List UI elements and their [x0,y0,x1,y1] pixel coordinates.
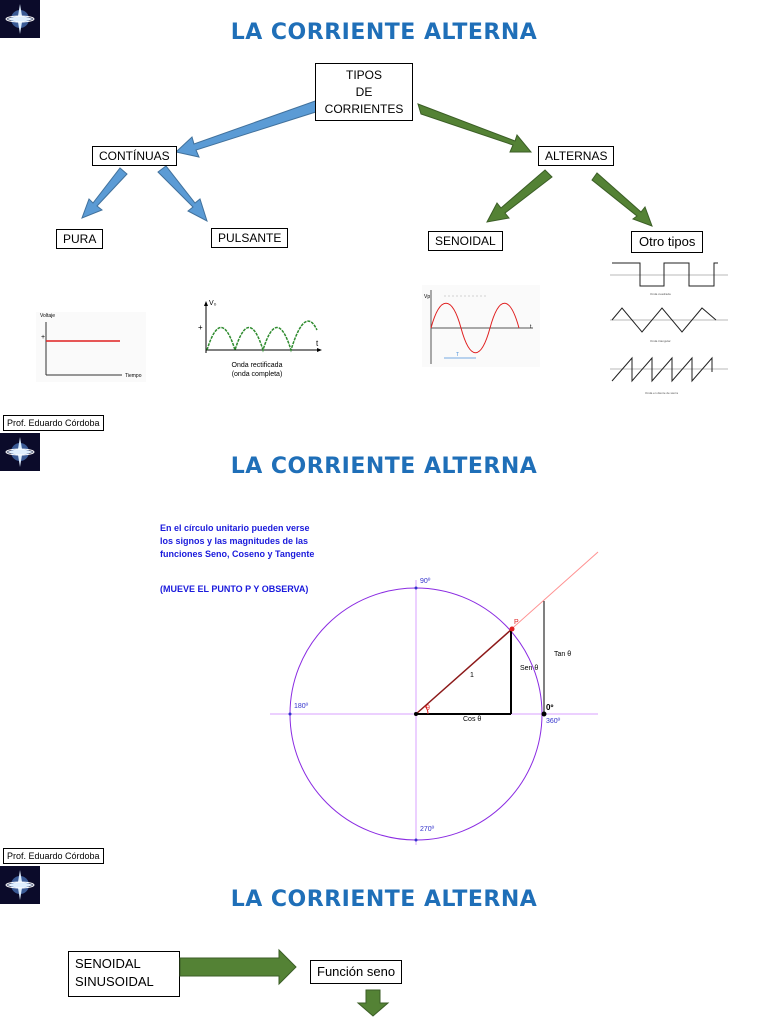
desc-line-3: funciones Seno, Coseno y Tangente [160,549,315,559]
funcion-seno-box: Función seno [310,960,403,984]
rectified-graph [204,301,322,353]
dc-y-label: Voltaje [40,313,56,319]
sine-y-label: Vp [424,294,431,300]
other-waves [610,262,728,383]
sine-period: T [456,352,460,358]
node-alternas: ALTERNAS [538,146,615,166]
node-pura: PURA [56,229,104,249]
slide2-title: LA CORRIENTE ALTERNA [230,454,538,479]
node-continuas: CONTÍNUAS [92,146,177,166]
rect-plus: + [198,323,203,332]
circle-description: En el círculo unitario pueden verse los … [160,522,314,561]
point-p-label: P [514,619,519,626]
arrow-to-alternas [417,103,533,153]
node-senoidal: SENOIDAL [428,231,503,251]
rect-caption-1: Onda rectificada [231,362,283,369]
senoidal-box: SENOIDAL SINUSOIDAL [68,951,180,997]
arrow-to-continuas [174,99,323,158]
slide1-title: LA CORRIENTE ALTERNA [230,20,538,45]
logo-icon [0,0,40,38]
node-tipos-corrientes: TIPOS DE CORRIENTES [315,63,413,121]
sine-x-label: t [530,324,532,330]
other-cap-1: Onda cuadrada [650,292,671,296]
other-cap-3: Onda en diente de sierra [645,391,679,395]
angle-180-label: 180º [294,703,309,710]
logo-icon [0,866,40,904]
arrow-to-pura [81,167,128,219]
dc-graph [36,312,146,382]
angle-270-label: 270º [420,826,435,833]
node-pulsante: PULSANTE [211,228,289,248]
angle-90-label: 90º [420,578,431,585]
angle-360-label: 360º [546,718,561,725]
sen-label: Sen θ [520,665,539,672]
author-label: Prof. Eduardo Córdoba [3,415,104,431]
cos-label: Cos θ [463,716,482,723]
senoidal-line-1: SENOIDAL [75,956,141,971]
arrow-down [356,989,390,1017]
dc-x-label: Tiempo [125,373,142,379]
dc-plus: + [41,334,46,341]
theta-label: θ [426,705,430,712]
angle-0-label: 0º [546,703,554,712]
node-tipos-line2: DE [355,85,373,99]
slide1-arrows [81,99,653,227]
node-tipos-line3: CORRIENTES [324,102,404,116]
circle-instruction: (MUEVE EL PUNTO P Y OBSERVA) [160,584,309,594]
desc-line-1: En el círculo unitario pueden verse [160,523,310,533]
senoidal-line-2: SINUSOIDAL [75,974,154,989]
other-cap-2: Onda triangular [650,339,671,343]
sine-graph [422,285,540,367]
arrow-right [179,948,297,986]
rect-y-label: V₀ [209,300,217,307]
rect-x-label: t [316,339,319,348]
logo-icon [0,433,40,471]
node-otro-tipos-label: Otro tipos [639,234,696,249]
slide3-title: LA CORRIENTE ALTERNA [230,887,538,912]
tan-label: Tan θ [554,651,572,658]
arrow-to-otros [591,172,653,227]
node-otro-tipos: Otro tipos [631,231,704,253]
rect-caption: Onda rectificada (onda completa) [222,361,292,379]
desc-line-2: los signos y las magnitudes de las [160,536,309,546]
node-tipos-line1: TIPOS [345,68,382,82]
arrow-to-senoidal [486,169,553,223]
author-label: Prof. Eduardo Córdoba [3,848,104,864]
arrow-to-pulsante [157,165,208,223]
rect-caption-2: (onda completa) [231,371,283,378]
radius-label: 1 [470,672,474,679]
